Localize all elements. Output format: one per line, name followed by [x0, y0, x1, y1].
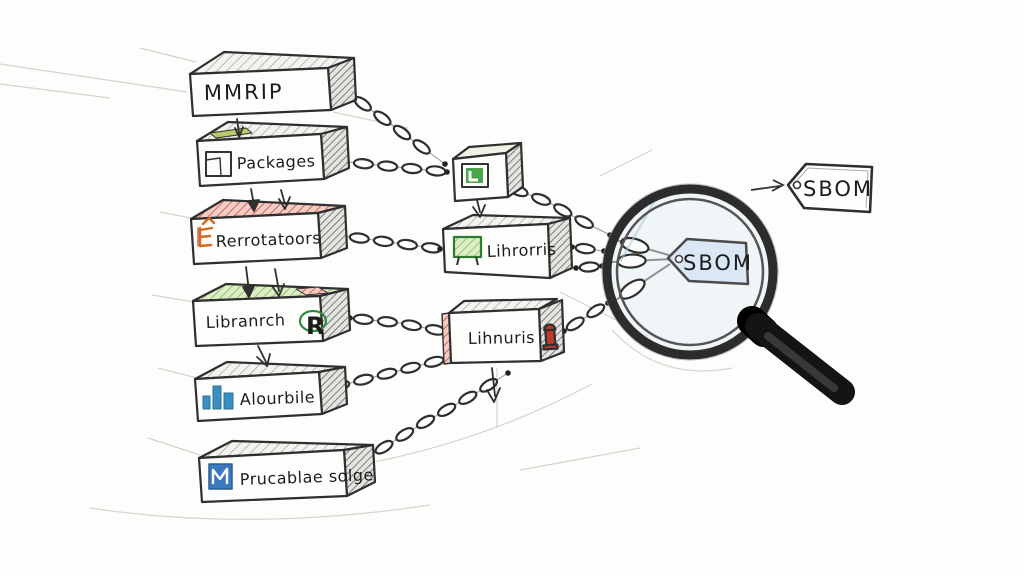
box-library: R Libranrch: [191, 282, 352, 348]
tag-hole-icon: [674, 254, 684, 264]
green-r-logo-icon: R: [298, 309, 328, 340]
box-packages: Packages: [195, 120, 351, 188]
box-repositories: Rerrotatoors: [189, 198, 349, 266]
arrow-packages-repos-b: [278, 189, 291, 210]
green-cube-icon: [461, 163, 489, 188]
construction-lines: [0, 47, 733, 520]
green-board-icon: [452, 235, 483, 266]
arrow-mmrip-packages: [234, 118, 244, 138]
package-box-icon: [205, 151, 232, 177]
component-cube-box: [451, 141, 525, 203]
lens-sbom-tag: SBOM: [666, 237, 753, 286]
box-label-mmrip: MMRIP: [204, 80, 284, 105]
svg-text:R: R: [306, 312, 324, 340]
output-sbom-tag: SBOM: [750, 162, 874, 214]
arrow-cube-libraries: [472, 199, 486, 218]
output-tag-label: SBOM: [803, 177, 873, 201]
magnifier-handle: [737, 306, 855, 405]
blue-bar-chart-icon: [202, 385, 234, 410]
box-audit: Alourbile: [193, 360, 349, 423]
blue-m-package-icon: [208, 463, 233, 490]
lens-tag-label: SBOM: [683, 251, 753, 275]
box-label-storage: Prucablae solge: [239, 465, 374, 489]
box-storage: Prucablae solge: [197, 439, 377, 504]
box-mmrip: MMRIP: [188, 50, 358, 118]
box-label-libraries-upper: Lihrorris: [486, 240, 556, 261]
arrow-libraries-down: [486, 367, 501, 403]
magnifier-rim: [602, 184, 778, 360]
box-libraries-upper: Lihrorris: [441, 213, 574, 280]
arrow-library-audit: [256, 345, 271, 367]
flow-arrows: [234, 118, 501, 403]
box-label-repositories: Rerrotatoors: [215, 228, 321, 251]
box-label-libraries-lower: Lihnuris: [468, 328, 535, 348]
arrow-repos-library-b: [271, 268, 285, 297]
red-marker-icon: [542, 323, 559, 351]
box-label-packages: Packages: [236, 151, 315, 173]
arrow-lens-output-tag: [750, 179, 785, 192]
magnifier: SBOM: [601, 183, 855, 405]
box-libraries-lower: Lihnuris: [441, 297, 566, 365]
tag-hole-icon: [792, 180, 802, 190]
box-label-audit: Alourbile: [239, 387, 315, 409]
orange-scribble-icon: [197, 216, 216, 248]
box-label-library: Libranrch: [205, 310, 285, 332]
